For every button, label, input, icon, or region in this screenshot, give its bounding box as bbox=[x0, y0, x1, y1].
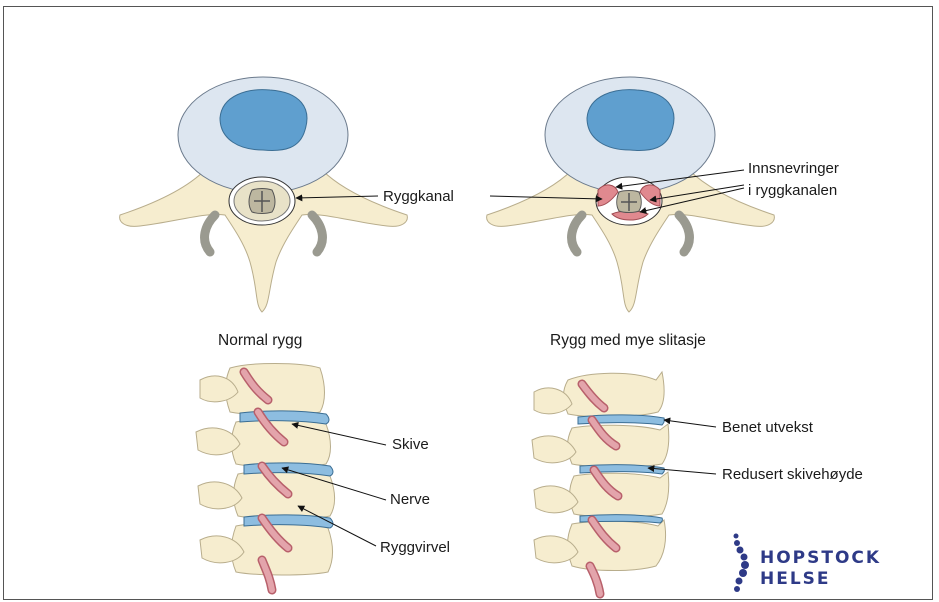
label-nerve: Nerve bbox=[390, 491, 430, 508]
label-reduced-disc: Redusert skivehøyde bbox=[722, 466, 863, 483]
caption-worn: Rygg med mye slitasje bbox=[550, 332, 706, 349]
label-bone-spur: Benet utvekst bbox=[722, 419, 814, 436]
logo-line1: HOPSTOCK bbox=[760, 548, 881, 568]
worn-vertebra-top-view bbox=[487, 77, 775, 312]
caption-normal: Normal rygg bbox=[218, 332, 302, 349]
label-vertebra: Ryggvirvel bbox=[380, 539, 450, 556]
worn-spine-side-view bbox=[532, 372, 669, 594]
normal-spine-side-view bbox=[196, 364, 335, 591]
hopstock-helse-logo: HOPSTOCK HELSE bbox=[734, 534, 882, 593]
label-narrowing-line2: i ryggkanalen bbox=[748, 182, 837, 199]
label-narrowing-line1: Innsnevringer bbox=[748, 160, 839, 177]
spine-dots-icon bbox=[734, 534, 750, 593]
logo-line2: HELSE bbox=[760, 569, 831, 589]
label-disc: Skive bbox=[392, 436, 429, 453]
normal-vertebra-top-view bbox=[120, 77, 408, 312]
label-canal: Ryggkanal bbox=[383, 188, 454, 205]
